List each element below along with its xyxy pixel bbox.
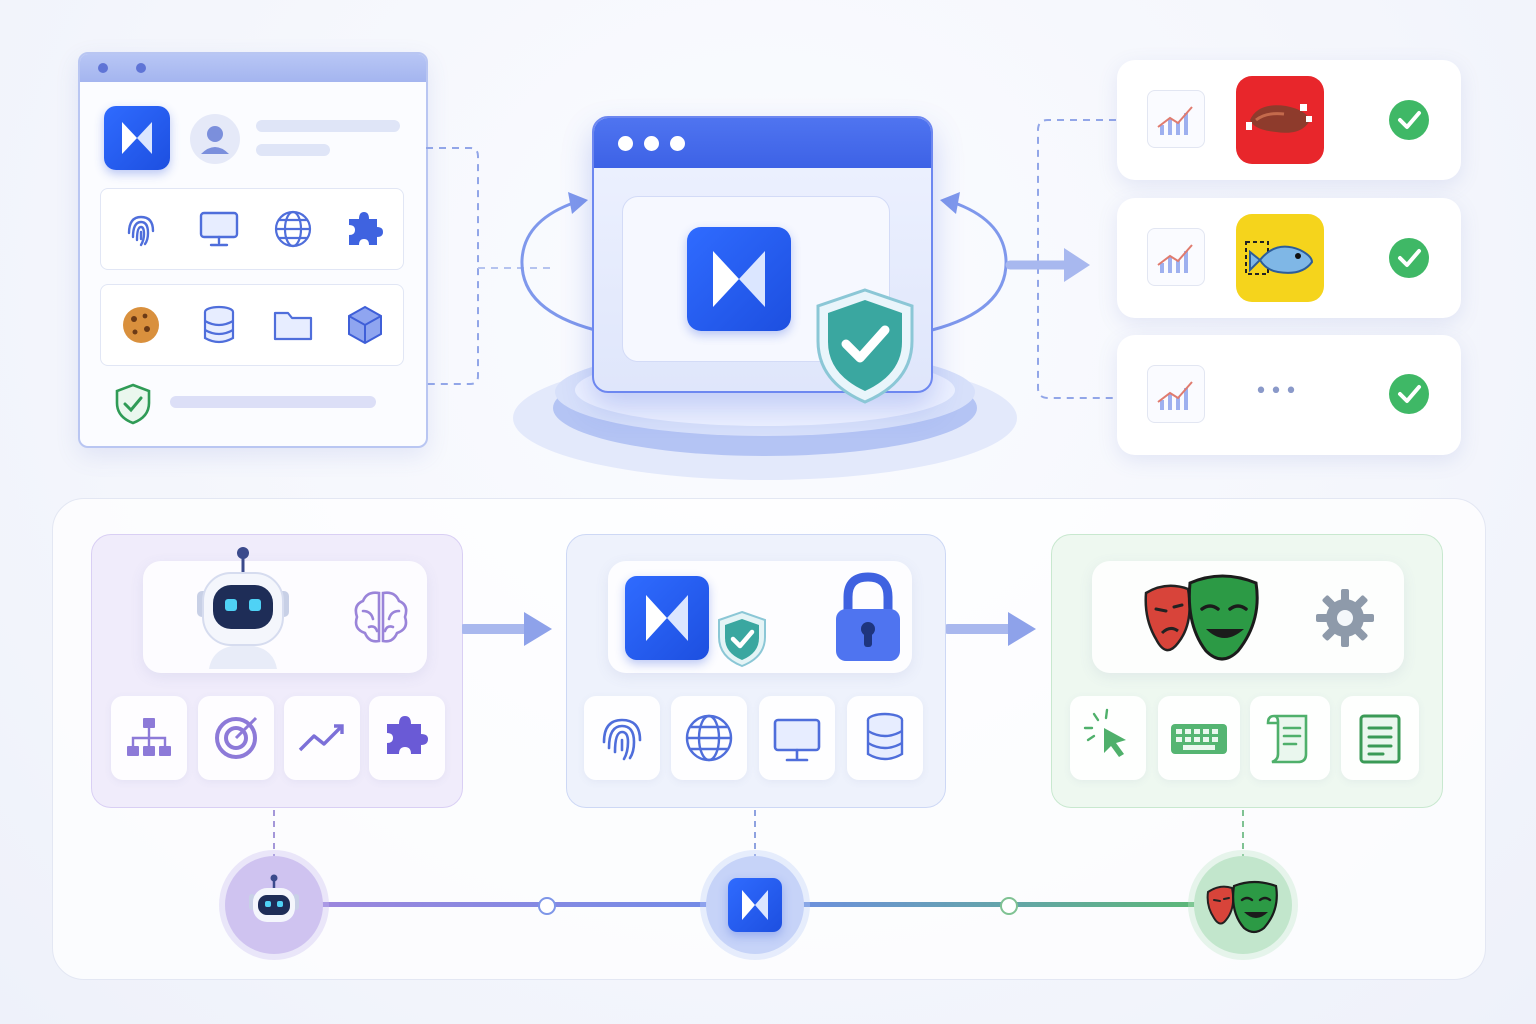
target-icon <box>215 716 258 759</box>
puzzle-icon <box>349 212 383 245</box>
cube-icon <box>348 305 382 345</box>
placeholder-bar <box>256 144 330 156</box>
agent-node <box>225 856 323 954</box>
target-tile <box>198 696 274 780</box>
hierarchy-tile <box>111 696 187 780</box>
monitor-tile <box>759 696 835 780</box>
fingerprint-tile <box>584 696 660 780</box>
check-icon <box>1389 100 1429 140</box>
identity-icons-row <box>100 188 404 270</box>
cursor-tile <box>1070 696 1146 780</box>
check-icon <box>1389 374 1429 414</box>
script-icon <box>1266 714 1308 764</box>
puzzle-tile <box>369 696 445 780</box>
script-tile <box>1250 696 1330 780</box>
trend-icon <box>298 724 344 752</box>
globe-icon <box>274 210 312 248</box>
cookie-icon <box>123 307 159 343</box>
profile-titlebar <box>80 54 426 82</box>
shield-check-icon <box>816 288 914 404</box>
flow-arrow <box>946 612 1036 646</box>
hierarchy-icon <box>127 718 171 756</box>
database-icon <box>866 712 904 761</box>
center-browser-window <box>592 116 933 393</box>
shield-check-icon <box>115 383 151 425</box>
fingerprint-icon <box>602 718 642 761</box>
chart-icon <box>1147 90 1205 148</box>
monitor-icon <box>773 718 821 762</box>
check-icon <box>1389 238 1429 278</box>
globe-tile <box>671 696 747 780</box>
window-dot <box>136 63 146 73</box>
browser-node <box>706 856 804 954</box>
agent-hero-card <box>143 547 427 673</box>
result-card <box>1117 198 1461 318</box>
logo-icon <box>625 576 709 660</box>
user-avatar-icon <box>190 114 240 164</box>
keyboard-icon <box>1171 724 1227 754</box>
placeholder-bar <box>170 396 376 408</box>
window-dot <box>670 136 685 151</box>
logo-icon <box>104 106 170 170</box>
browser-hero-card <box>608 561 912 673</box>
theater-masks-icon <box>1144 574 1259 661</box>
window-dot <box>618 136 633 151</box>
refresh-arrow-icon <box>931 192 1008 332</box>
database-tile <box>847 696 923 780</box>
chart-icon <box>1147 365 1205 423</box>
lock-icon <box>836 572 900 661</box>
fingerprint-icon <box>127 215 155 247</box>
folder-icon <box>273 311 313 341</box>
timeline-junction <box>538 897 556 915</box>
center-titlebar <box>594 118 931 168</box>
results-connector <box>1005 119 1116 399</box>
window-dot <box>98 63 108 73</box>
profile-connector <box>426 147 550 385</box>
database-icon <box>203 305 235 344</box>
storage-icons-row <box>100 284 404 366</box>
logo-icon <box>728 878 782 932</box>
globe-icon <box>685 714 733 762</box>
window-dot <box>644 136 659 151</box>
shield-check-icon <box>718 610 766 668</box>
center-inner-card <box>622 196 890 362</box>
document-tile <box>1341 696 1419 780</box>
result-card <box>1117 60 1461 180</box>
automation-hero-card <box>1092 561 1404 673</box>
result-card: ••• <box>1117 335 1461 455</box>
cursor-click-icon <box>1083 708 1126 757</box>
flow-arrow <box>462 612 552 646</box>
placeholder-bar <box>256 120 400 132</box>
keyboard-tile <box>1158 696 1240 780</box>
yellow-app-icon <box>1236 214 1324 302</box>
brain-icon <box>354 591 408 643</box>
robot-icon <box>197 547 289 669</box>
gear-icon <box>1316 589 1374 647</box>
red-app-icon <box>1236 76 1324 164</box>
timeline-connectors <box>273 810 1244 856</box>
chart-icon <box>1147 228 1205 286</box>
trend-tile <box>284 696 360 780</box>
puzzle-icon <box>387 716 428 754</box>
theater-masks-icon <box>1206 880 1278 934</box>
timeline-junction <box>1000 897 1018 915</box>
more-icon: ••• <box>1254 379 1300 404</box>
automation-node <box>1194 856 1292 954</box>
document-icon <box>1359 714 1401 764</box>
robot-icon <box>249 874 299 922</box>
logo-icon <box>687 227 791 331</box>
browser-profile-panel <box>78 52 428 448</box>
refresh-arrow-icon <box>520 192 596 332</box>
monitor-icon <box>199 211 239 247</box>
